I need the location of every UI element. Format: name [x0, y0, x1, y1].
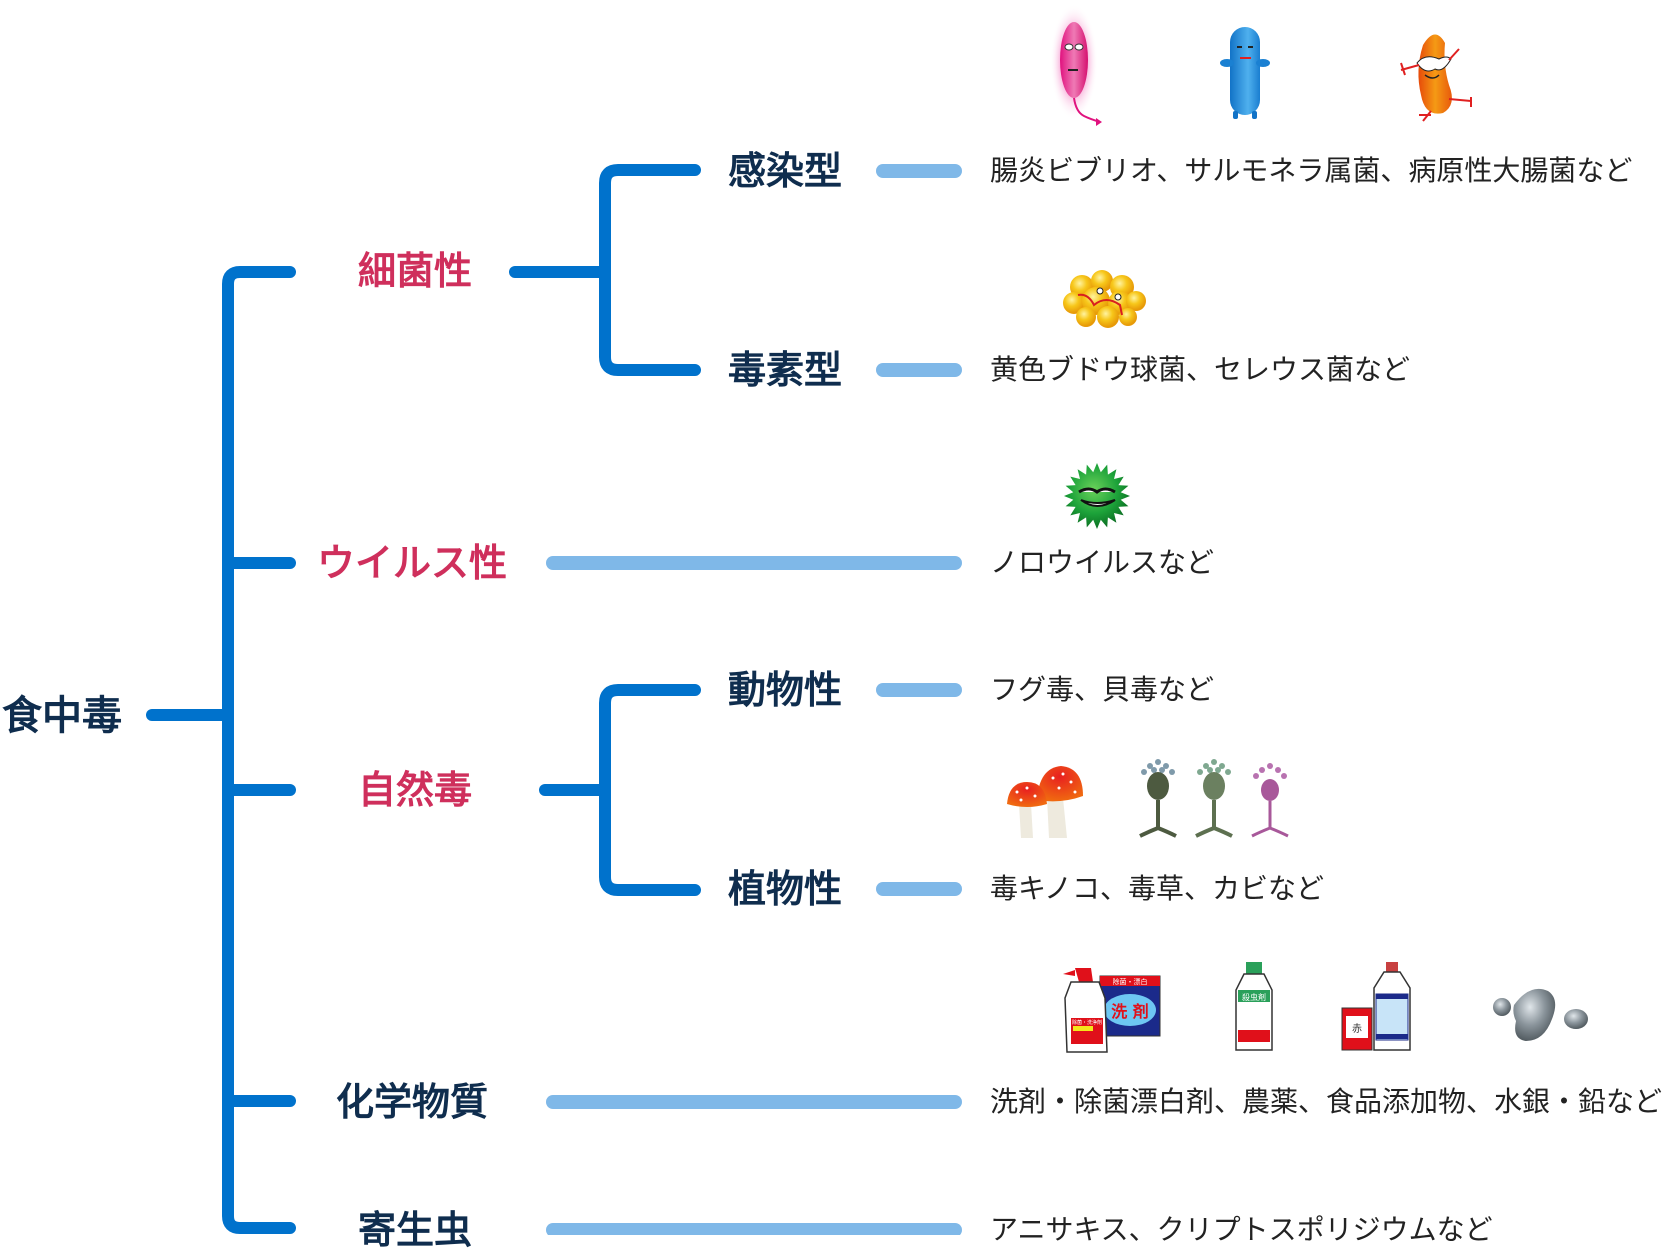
examples-parasite: アニサキス、クリプトスポリジウムなど [990, 1213, 1493, 1246]
natural-sub-trunk-line [599, 684, 701, 896]
main-trunk-line [222, 266, 296, 1234]
category-bacterial: 細菌性 [358, 249, 473, 293]
examples-viral: ノロウイルスなど [990, 546, 1215, 579]
examples-chemical: 洗剤・除菌漂白剤、農薬、食品添加物、水銀・鉛など [990, 1085, 1663, 1118]
category-viral: ウイルス性 [317, 541, 508, 585]
category-parasite: 寄生虫 [358, 1208, 473, 1252]
examples-plant: 毒キノコ、毒草、カビなど [990, 872, 1325, 905]
bacterial-sub-trunk-line [599, 164, 701, 376]
examples-animal: フグ毒、貝毒など [990, 673, 1215, 706]
yellow-staph-cluster-icon [1063, 270, 1146, 328]
blue-bacterium-icon [1220, 27, 1270, 119]
detergent-box-main-label: 洗 剤 [1111, 1002, 1149, 1021]
green-virus-icon [1064, 463, 1130, 529]
examples-toxin-type: 黄色ブドウ球菌、セレウス菌など [990, 353, 1411, 386]
detergent-icon: 除菌・漂白 洗 剤 除菌・洗浄剤 [1063, 968, 1161, 1053]
subtype-animal: 動物性 [728, 668, 843, 712]
chemical-bottle-icon: 赤 [1341, 962, 1411, 1051]
orange-bacterium-icon [1400, 34, 1472, 122]
pink-bacterium-icon [1050, 4, 1102, 126]
mold-icon [1139, 759, 1289, 838]
subtype-infection-type: 感染型 [728, 149, 843, 193]
pesticide-label: 殺虫剤 [1242, 992, 1266, 1002]
red-box-label: 赤 [1352, 1023, 1362, 1035]
subtype-toxin-type: 毒素型 [728, 348, 843, 392]
pesticide-bottle-icon: 殺虫剤 [1235, 962, 1273, 1051]
examples-infection-type: 腸炎ビブリオ、サルモネラ属菌、病原性大腸菌など [990, 154, 1633, 187]
subtype-plant: 植物性 [728, 867, 843, 911]
spray-bottle-label: 除菌・洗浄剤 [1072, 1019, 1102, 1026]
detergent-box-top-label: 除菌・漂白 [1113, 977, 1148, 986]
category-natural-toxin: 自然毒 [358, 768, 473, 812]
mushroom-icon [1007, 766, 1083, 838]
category-chemical: 化学物質 [336, 1080, 489, 1124]
mercury-drop-icon [1493, 988, 1588, 1041]
root-label: 食中毒 [2, 693, 122, 739]
